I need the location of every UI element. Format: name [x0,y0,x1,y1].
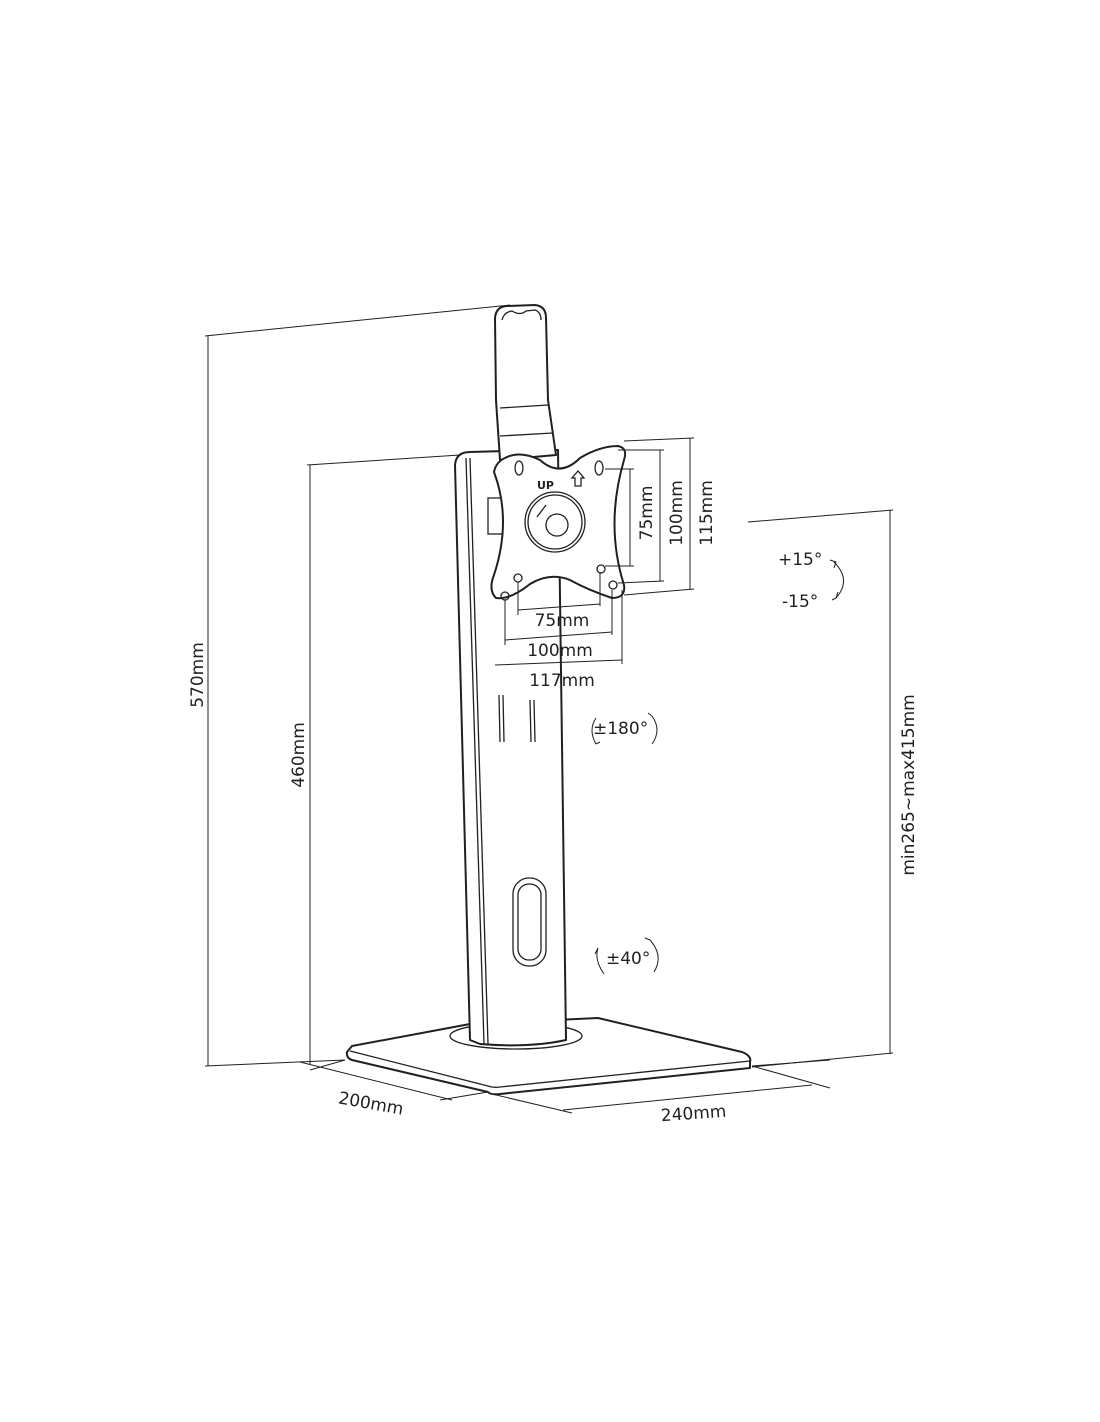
label-tilt-up: +15° [778,550,822,570]
label-column-height: 460mm [289,722,309,788]
dimension-height-range: min265~max415mm [747,509,919,1068]
up-arrow-icon [570,470,586,487]
label-total-height: 570mm [188,642,208,708]
label-vesa-v-100: 100mm [667,480,687,546]
label-plate-width: 117mm [529,671,595,691]
label-tilt-down: -15° [782,592,818,612]
stand-arm [487,304,557,535]
rotation-arrow-icon [591,712,658,745]
label-plate-height: 115mm [697,480,717,546]
vesa-horizontal-dimensions: 75mm 100mm 117mm [494,572,623,691]
label-base-width: 240mm [660,1102,727,1127]
label-vesa-h-75: 75mm [535,611,590,631]
tilt-indicator: +15° -15° [778,550,844,612]
label-vesa-v-75: 75mm [637,486,657,541]
dimension-total-height: 570mm [188,304,511,1067]
label-vesa-h-100: 100mm [527,641,593,661]
tilt-arrow-icon [829,559,844,601]
plate-up-label: UP [537,479,554,492]
vesa-plate: UP [490,445,627,601]
dimension-column-height: 460mm [289,454,461,1064]
label-height-range: min265~max415mm [899,694,919,875]
rotation-indicator: ±180° [591,712,658,745]
swivel-indicator: ±40° [594,937,659,975]
label-rotation: ±180° [593,719,648,739]
vesa-vertical-dimensions: 75mm 100mm 115mm [605,437,717,596]
label-base-depth: 200mm [337,1089,405,1120]
stand-column [454,449,567,1047]
label-swivel: ±40° [606,949,650,969]
swivel-arrow-icon [594,937,659,975]
